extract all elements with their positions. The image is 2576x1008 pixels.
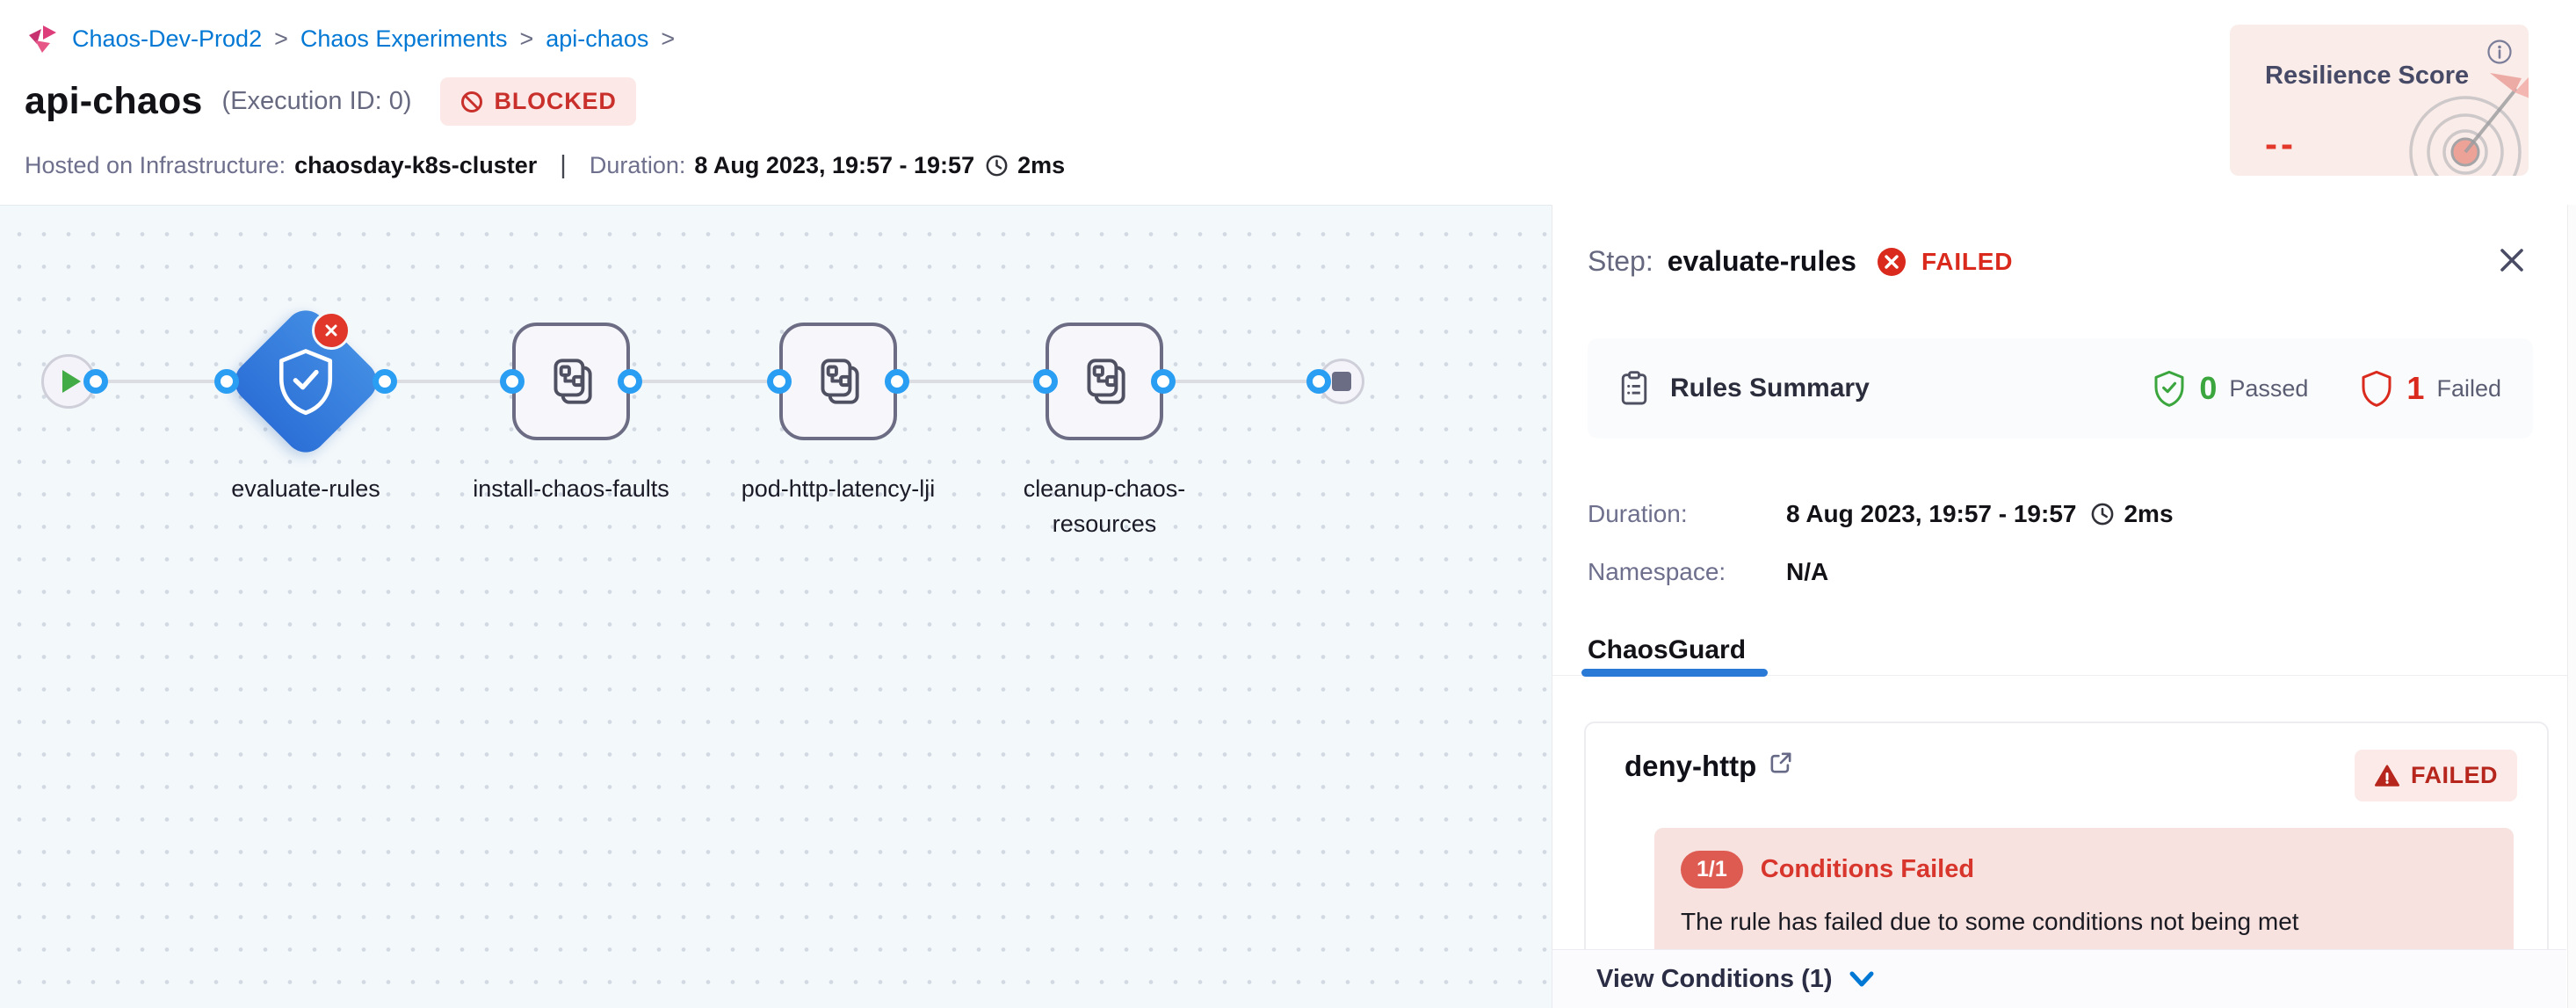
node-port [1033,369,1058,394]
title-row: api-chaos (Execution ID: 0) BLOCKED [25,77,636,126]
breadcrumb-separator: > [274,25,288,52]
rules-summary-card: Rules Summary 0 Passed 1 [1588,338,2533,439]
tab-bar: ChaosGuard [1552,618,2576,677]
node-label-pod-http-latency: pod-http-latency-lji [741,475,936,502]
passed-count: 0 [2199,370,2218,406]
tab-chaosguard[interactable]: ChaosGuard [1588,635,1747,664]
passed-label: Passed [2229,374,2309,402]
failed-circle-icon [1876,246,1907,278]
step-header: Step: evaluate-rules FAILED [1588,245,2013,278]
node-port [1151,369,1176,394]
warning-triangle-icon [2374,763,2400,789]
rules-failed-stat: 1 Failed [2359,369,2501,408]
step-node-pod-http-latency[interactable] [779,323,897,440]
step-node-evaluate-rules[interactable] [226,301,386,461]
rules-passed-stat: 0 Passed [2152,369,2308,408]
step-node-install-chaos-faults[interactable] [512,323,630,440]
conditions-failed-title: Conditions Failed [1760,855,1975,883]
breadcrumb-link-experiment[interactable]: api-chaos [546,25,649,52]
breadcrumb-separator: > [661,25,676,52]
external-link-icon[interactable] [1769,751,1793,775]
page-title: api-chaos [25,80,203,122]
chevron-down-icon[interactable] [1849,969,1875,989]
node-port [1306,369,1331,394]
play-icon [62,370,81,393]
failed-count: 1 [2406,370,2425,406]
clipboard-icon [1619,370,1649,407]
step-duration-value: 8 Aug 2023, 19:57 - 19:57 [1786,500,2077,527]
step-details-panel: Step: evaluate-rules FAILED [1552,205,2576,1008]
pipeline-edge [69,380,1327,383]
chaos-module-icon [25,21,60,56]
breadcrumb-link-project[interactable]: Chaos-Dev-Prod2 [72,25,263,52]
node-label-install-chaos-faults: install-chaos-faults [473,475,669,502]
node-port [885,369,909,394]
view-conditions-toggle[interactable]: View Conditions (1) [1596,964,1833,993]
experiment-meta: Hosted on Infrastructure: chaosday-k8s-c… [25,151,1065,180]
duration-value: 8 Aug 2023, 19:57 - 19:57 [694,152,975,178]
target-illustration [2377,55,2529,176]
step-node-cleanup-chaos-resources[interactable] [1046,323,1163,440]
infra-label: Hosted on Infrastructure: [25,152,286,178]
node-port [83,369,108,394]
step-name: evaluate-rules [1667,245,1856,277]
status-badge-label: BLOCKED [494,88,617,114]
chaos-fault-icon [809,352,867,410]
execution-id: (Execution ID: 0) [221,87,412,115]
breadcrumb: Chaos-Dev-Prod2 > Chaos Experiments > ap… [25,21,675,56]
close-icon[interactable] [2495,243,2529,281]
failed-label: Failed [2436,374,2501,402]
blocked-icon [459,90,484,114]
chaos-fault-icon [542,352,600,410]
pipeline-canvas[interactable]: evaluate-rules install-chaos-faults pod-… [0,205,1552,1008]
rule-card-deny-http: deny-http FAILED [1584,722,2549,992]
conditions-failed-alert: 1/1 Conditions Failed The rule has faile… [1654,828,2514,961]
duration-label: Duration: [589,152,686,178]
rule-status-badge: FAILED [2354,750,2517,801]
page-header: Chaos-Dev-Prod2 > Chaos Experiments > ap… [0,0,2576,205]
namespace-value: N/A [1786,558,1829,585]
rule-card-footer: View Conditions (1) [1552,949,2566,1008]
conditions-ratio-pill: 1/1 [1681,851,1743,888]
shield-fail-icon [2359,369,2394,408]
rule-name: deny-http [1624,750,1757,782]
breadcrumb-link-experiments[interactable]: Chaos Experiments [300,25,508,52]
resilience-score-value: -- [2265,123,2297,164]
tab-active-indicator [1581,669,1768,677]
conditions-failed-message: The rule has failed due to some conditio… [1681,908,2299,935]
step-status: FAILED [1921,247,2014,275]
duration-elapsed: 2ms [1017,152,1066,178]
resilience-score-title: Resilience Score [2265,62,2470,90]
stop-icon [1332,372,1351,391]
step-label: Step: [1588,245,1653,277]
infra-value: chaosday-k8s-cluster [294,152,538,178]
status-badge-blocked: BLOCKED [439,77,636,126]
node-port [214,369,239,394]
node-port [767,369,792,394]
step-namespace-row: Namespace: N/A [1588,558,1828,586]
meta-divider: | [560,151,567,179]
panel-scrollbar[interactable] [2567,205,2576,1008]
step-duration-elapsed: 2ms [2124,500,2174,527]
chaos-fault-icon [1075,352,1133,410]
namespace-label: Namespace: [1588,558,1726,585]
step-failed-badge-icon [312,311,351,350]
step-duration-row: Duration: 8 Aug 2023, 19:57 - 19:57 2ms [1588,500,2174,528]
shield-check-icon [273,345,338,417]
rule-status-label: FAILED [2410,762,2498,788]
rules-summary-title: Rules Summary [1670,373,1870,402]
clock-icon [985,154,1009,178]
clock-icon [2090,502,2115,526]
node-label-evaluate-rules: evaluate-rules [231,475,380,502]
node-port [618,369,642,394]
node-port [500,369,525,394]
node-label-cleanup-chaos-resources: cleanup-chaos-resources [1023,475,1186,537]
breadcrumb-separator: > [519,25,534,52]
resilience-score-card: Resilience Score -- [2230,25,2529,176]
info-icon[interactable] [2486,39,2513,69]
node-port [373,369,397,394]
step-duration-label: Duration: [1588,500,1688,527]
shield-pass-icon [2152,369,2187,408]
